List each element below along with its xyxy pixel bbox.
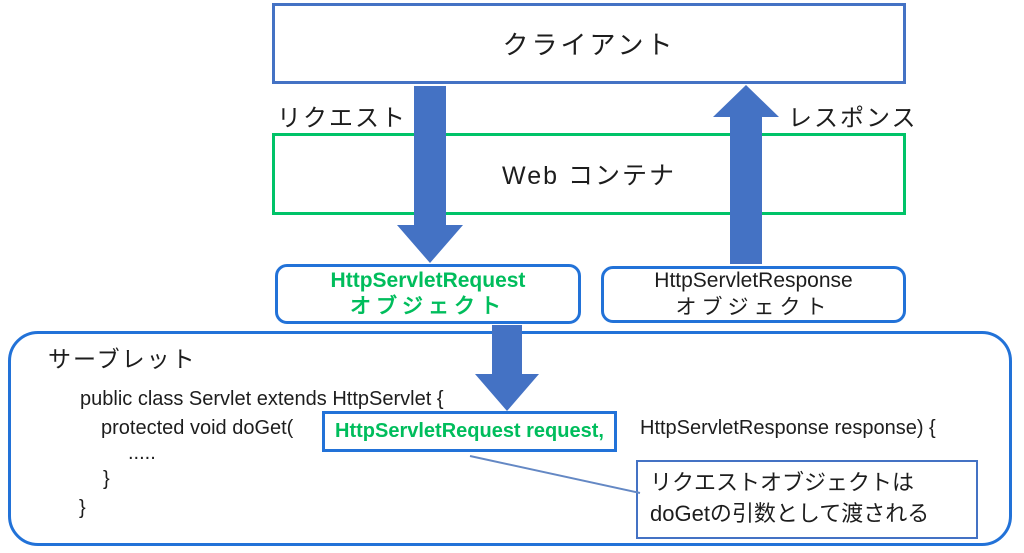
response-object-box: HttpServletResponse オブジェクト <box>601 266 906 323</box>
code-class-close-brace: } <box>79 497 86 519</box>
code-body-ellipsis: ..... <box>128 442 156 464</box>
client-label: クライアント <box>502 30 676 60</box>
callout-line-1: リクエストオブジェクトは <box>650 470 915 495</box>
code-request-param-highlight-box: HttpServletRequest request, <box>322 411 617 452</box>
code-class-declaration: public class Servlet extends HttpServlet… <box>80 388 444 410</box>
client-box: クライアント <box>272 3 906 84</box>
response-object-class-name: HttpServletResponse <box>654 269 853 293</box>
code-response-param: HttpServletResponse response) { <box>640 417 936 439</box>
web-container-label: Web コンテナ <box>502 162 676 190</box>
request-object-suffix: オブジェクト <box>350 295 506 318</box>
response-flow-label: レスポンス <box>788 105 918 132</box>
code-request-param: HttpServletRequest request, <box>335 420 604 442</box>
web-container-box: Web コンテナ <box>272 133 906 215</box>
callout-line-2: doGetの引数として渡される <box>650 501 930 526</box>
request-object-box: HttpServletRequest オブジェクト <box>275 264 581 324</box>
code-method-close-brace: } <box>103 468 110 490</box>
servlet-title: サーブレット <box>48 346 197 372</box>
code-doget-prefix: protected void doGet( <box>101 417 294 439</box>
request-object-class-name: HttpServletRequest <box>330 268 526 292</box>
request-flow-label: リクエスト <box>277 105 407 132</box>
response-object-suffix: オブジェクト <box>675 295 832 319</box>
callout-note: リクエストオブジェクトは doGetの引数として渡される <box>636 460 978 539</box>
